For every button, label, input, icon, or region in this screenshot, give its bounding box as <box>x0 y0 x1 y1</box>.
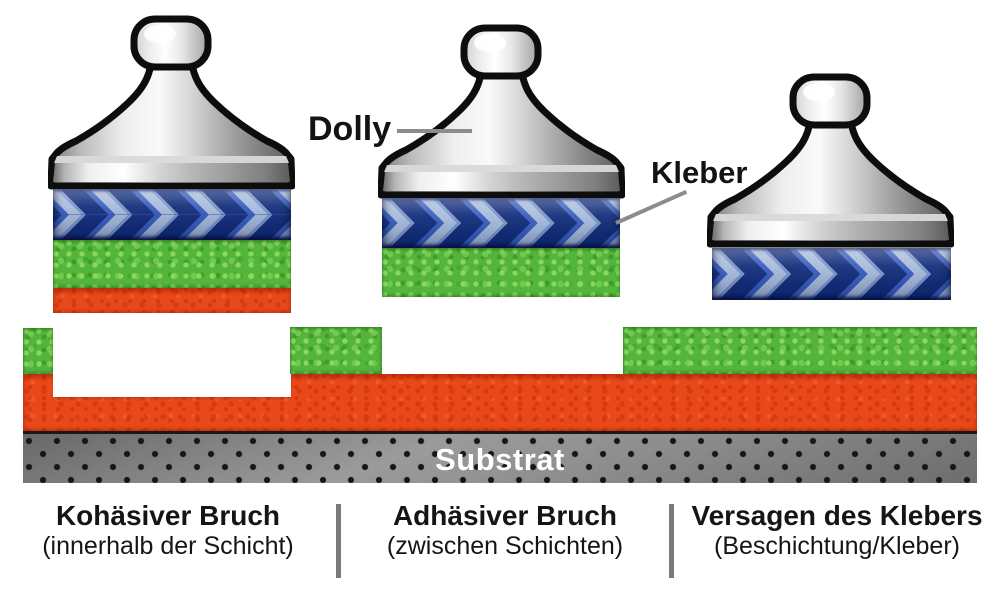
caption-divider-2 <box>669 504 674 578</box>
green-coat-on-dolly-middle <box>382 248 620 297</box>
ground-green-stub-left <box>23 328 53 374</box>
caption-row: Kohäsiver Bruch (innerhalb der Schicht) … <box>0 499 1000 578</box>
adhesive-layer-middle <box>382 198 620 248</box>
caption-subtitle: (innerhalb der Schicht) <box>42 532 294 561</box>
kleber-label: Kleber <box>651 155 748 190</box>
caption-glue-failure: Versagen des Klebers (Beschichtung/Klebe… <box>674 499 1000 562</box>
caption-subtitle: (Beschichtung/Kleber) <box>714 532 960 561</box>
green-coat-on-dolly-left <box>53 240 291 288</box>
caption-adhesive-failure: Adhäsiver Bruch (zwischen Schichten) <box>341 499 669 562</box>
caption-title: Versagen des Klebers <box>691 500 983 531</box>
ground-green-patch-mid <box>290 327 382 374</box>
caption-title: Kohäsiver Bruch <box>55 500 281 531</box>
caption-title: Adhäsiver Bruch <box>392 500 618 531</box>
caption-subtitle: (zwischen Schichten) <box>386 532 624 561</box>
substrate-layer: Substrat <box>23 431 977 483</box>
kleber-leader-line <box>615 189 688 225</box>
adhesive-layer-right <box>712 248 951 300</box>
dolly-leader-line <box>397 129 472 133</box>
caption-divider-1 <box>336 504 341 578</box>
dolly-figure-middle <box>378 22 625 199</box>
substrate-label: Substrat <box>435 442 565 477</box>
dolly-figure-left <box>48 13 295 190</box>
dolly-label: Dolly <box>308 110 392 148</box>
caption-cohesive-failure: Kohäsiver Bruch (innerhalb der Schicht) <box>0 499 336 562</box>
cohesive-failure-notch <box>53 374 291 397</box>
ground-green-patch-right <box>623 327 977 374</box>
adhesive-layer-left <box>53 189 291 240</box>
orange-coat-on-dolly-left <box>53 288 291 313</box>
